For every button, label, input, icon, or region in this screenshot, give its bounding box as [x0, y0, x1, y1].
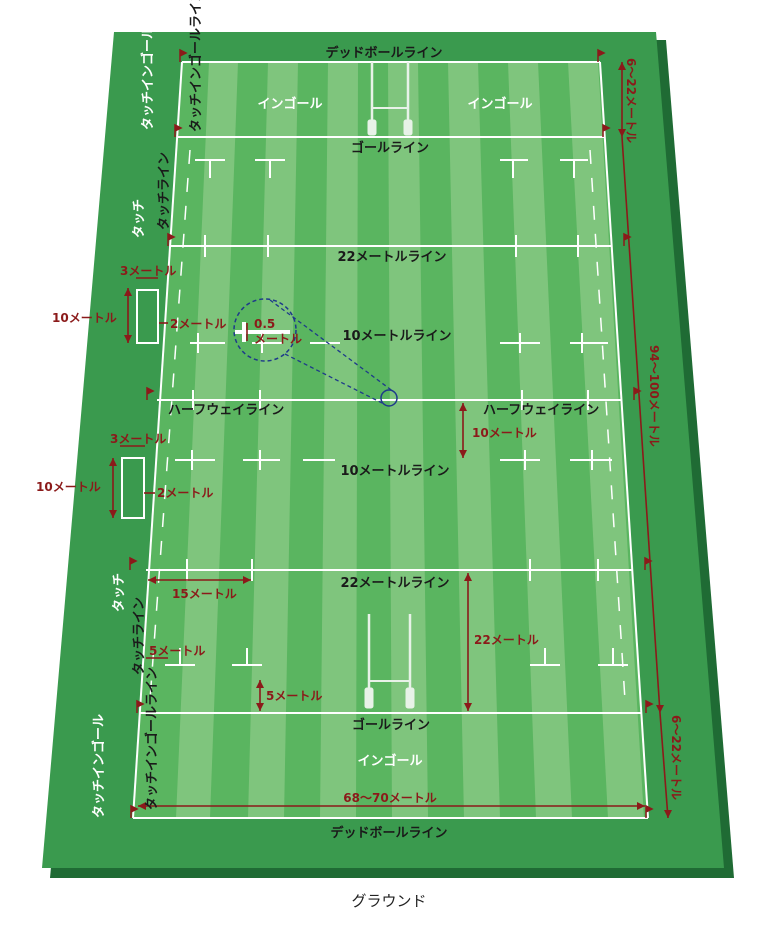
box-width-top-label: 3メートル	[120, 264, 176, 278]
touch-in-goal-line-bottom-label: タッチインゴールライン	[144, 667, 160, 810]
box-width-bottom-label: 3メートル	[110, 432, 166, 446]
box-gap-top-label: 2メートル	[170, 317, 226, 331]
field-length-label: 94〜100メートル	[647, 345, 661, 447]
diagram-caption: グラウンド	[351, 892, 426, 910]
replacement-box-top	[136, 289, 159, 344]
line-10m-top-label: 10メートルライン	[342, 329, 451, 344]
touch-in-goal-bottom-outer-label: タッチインゴール	[91, 714, 107, 818]
halfway-line-right-label: ハーフウェイライン	[483, 403, 599, 418]
box-length-top-label: 10メートル	[52, 311, 117, 325]
dead-ball-line-bottom-label: デッドボールライン	[330, 825, 447, 841]
box-gap-bottom-label: 2メートル	[157, 486, 213, 500]
line-5m-right	[589, 149, 626, 701]
mark-zoom-detail	[233, 298, 398, 407]
box-length-bottom-label: 10メートル	[36, 480, 101, 494]
goal-line-bottom-label: ゴールライン	[352, 717, 430, 733]
dashed-field-lines	[149, 149, 626, 701]
halfway-line-left-label: ハーフウェイライン	[168, 403, 284, 418]
dead-ball-line-top-label: デッドボールライン	[325, 45, 442, 61]
touch-in-goal-top-outer-label: タッチインゴール	[140, 26, 156, 130]
line-15m-label: 15メートル	[172, 587, 237, 601]
line-5m-goal-label: 5メートル	[266, 689, 322, 703]
replacement-box-bottom	[121, 457, 145, 519]
field-stripes	[176, 62, 644, 818]
mark-size-unit-label: メートル	[254, 332, 302, 346]
touch-line-top-label: タッチライン	[157, 152, 172, 230]
in-goal-depth-top-label: 6〜22メートル	[624, 58, 638, 143]
in-goal-top-left-label: インゴール	[257, 96, 322, 112]
halfway-to-10m-label: 10メートル	[472, 426, 537, 440]
line-5m-left	[149, 149, 191, 701]
boundary-lines	[132, 61, 649, 819]
goal-posts-top	[367, 62, 413, 136]
line-10m-bottom-label: 10メートルライン	[340, 464, 449, 479]
in-goal-depth-bottom-label: 6〜22メートル	[669, 715, 683, 800]
touch-line-bottom-label: タッチライン	[132, 597, 147, 675]
in-goal-bottom-label: インゴール	[357, 753, 422, 769]
touch-bottom-label: タッチ	[112, 573, 127, 612]
goal-to-22m-label: 22メートル	[474, 633, 539, 647]
mark-size-value-label: 0.5	[254, 317, 275, 331]
line-5m-side-label: 5メートル	[149, 644, 205, 658]
in-goal-top-right-label: インゴール	[467, 96, 532, 112]
line-22m-bottom-label: 22メートルライン	[340, 576, 449, 591]
dimension-arrowheads	[109, 62, 672, 818]
field-width-label: 68〜70メートル	[343, 791, 436, 805]
touch-line-right	[599, 61, 649, 819]
goal-posts-bottom	[364, 614, 415, 709]
transverse-lines	[139, 136, 642, 714]
cross-marks	[165, 159, 628, 666]
line-10m-marks	[175, 342, 612, 461]
touch-top-label: タッチ	[132, 199, 147, 238]
touch-in-goal-line-top-label: タッチインゴールライン	[188, 0, 204, 132]
line-22m-top-label: 22メートルライン	[337, 250, 446, 265]
touch-line-left	[132, 61, 183, 819]
goal-line-top-label: ゴールライン	[351, 140, 429, 156]
